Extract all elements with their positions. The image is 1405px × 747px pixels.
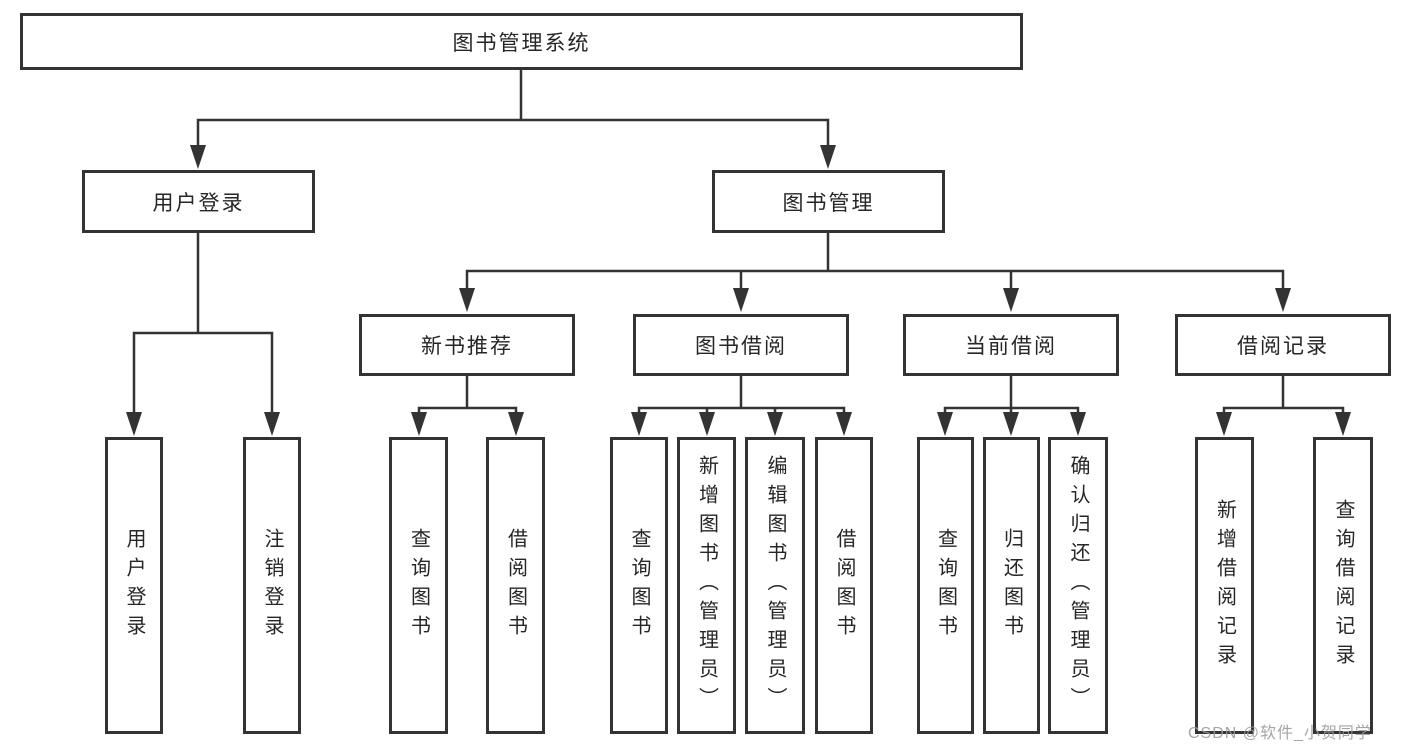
node-logout: 注销登录 — [243, 437, 301, 734]
node-borrow-books-2: 借阅图书 — [815, 437, 873, 734]
node-label: 编辑图书（管理员） — [764, 455, 786, 716]
connector-user-login-to-children — [126, 233, 280, 436]
csdn-watermark: CSDN @软件_小贺同学 — [1188, 725, 1372, 742]
node-label: 借阅图书 — [504, 527, 527, 644]
node-label: 借阅图书 — [833, 527, 855, 644]
node-new-book-recommend: 新书推荐 — [359, 314, 575, 376]
node-borrow-books-1: 借阅图书 — [486, 437, 545, 734]
connector-book-borrow-to-children — [631, 376, 852, 436]
node-label: 新增借阅记录 — [1213, 498, 1236, 673]
connector-current-borrow-to-children — [937, 376, 1086, 436]
node-query-borrow-record: 查询借阅记录 — [1313, 437, 1373, 734]
node-label: 确认归还（管理员） — [1067, 455, 1089, 716]
node-label: 查询图书 — [628, 527, 650, 644]
node-edit-books-admin: 编辑图书（管理员） — [745, 437, 805, 734]
connector-borrow-record-to-children — [1216, 376, 1351, 436]
node-label: 借阅记录 — [1237, 335, 1329, 358]
node-label: 当前借阅 — [965, 335, 1057, 358]
node-query-books-3: 查询图书 — [917, 437, 974, 734]
node-borrowing-records: 借阅记录 — [1175, 314, 1391, 376]
node-label: 新书推荐 — [421, 335, 513, 358]
connector-root-to-level2 — [190, 70, 836, 169]
node-label: 图书管理 — [782, 191, 875, 215]
node-label: 图书借阅 — [695, 335, 787, 358]
node-book-borrowing: 图书借阅 — [633, 314, 849, 376]
node-return-books: 归还图书 — [983, 437, 1040, 734]
node-add-borrow-record: 新增借阅记录 — [1195, 437, 1254, 734]
node-label: 查询图书 — [407, 527, 430, 644]
node-current-borrowing: 当前借阅 — [903, 314, 1119, 376]
node-label: 图书管理系统 — [452, 31, 591, 55]
node-query-books-2: 查询图书 — [610, 437, 668, 734]
node-library-management-system: 图书管理系统 — [20, 13, 1023, 70]
node-user-login: 用户登录 — [105, 437, 163, 734]
node-user-login-group: 用户登录 — [82, 170, 315, 233]
node-label: 用户登录 — [123, 527, 145, 644]
node-add-books-admin: 新增图书（管理员） — [677, 437, 736, 734]
node-confirm-return-admin: 确认归还（管理员） — [1048, 437, 1108, 734]
node-label: 查询借阅记录 — [1332, 498, 1354, 673]
node-label: 用户登录 — [152, 191, 245, 215]
connector-new-book-rec-to-children — [411, 376, 524, 436]
node-label: 查询图书 — [934, 527, 957, 644]
node-label: 新增图书（管理员） — [695, 455, 718, 716]
connector-book-mgmt-to-level3 — [459, 233, 1291, 312]
node-label: 归还图书 — [1000, 527, 1023, 644]
node-label: 注销登录 — [261, 527, 283, 644]
node-book-management: 图书管理 — [712, 170, 945, 233]
node-query-books-1: 查询图书 — [389, 437, 448, 734]
